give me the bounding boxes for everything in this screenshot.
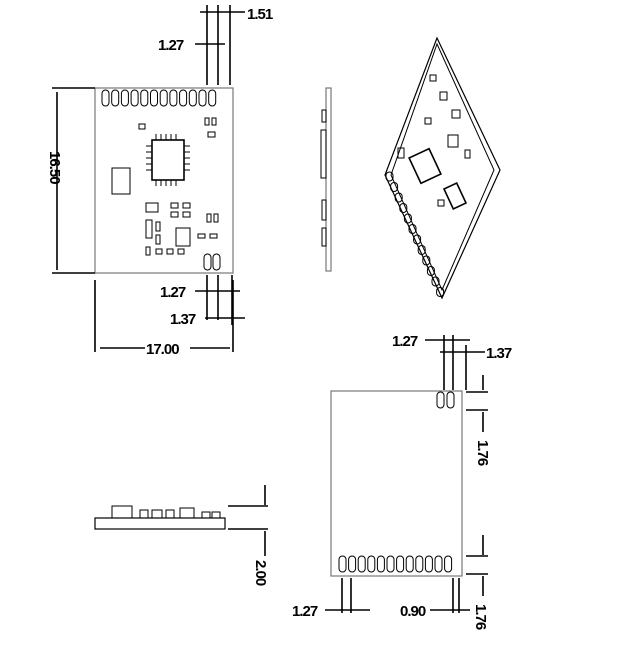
dim-bottom-edge: 1.76 <box>472 604 489 630</box>
dim-board-height: 16.50 <box>46 151 63 184</box>
pad <box>394 192 403 203</box>
pad <box>140 89 149 107</box>
pad <box>338 555 347 573</box>
pads-top-right <box>436 391 455 409</box>
pad <box>413 234 422 245</box>
dim-bottom-row-pitch: 1.27 <box>292 603 318 620</box>
pad <box>399 203 408 213</box>
pad <box>426 266 435 276</box>
top-view-dimension-lines <box>52 5 245 352</box>
bottom-view: 1.27 1.37 1.76 1.27 0.90 1.76 <box>292 333 513 630</box>
pad <box>120 89 129 107</box>
pad <box>405 555 414 573</box>
pad <box>417 245 426 255</box>
pad <box>150 89 158 107</box>
pad <box>169 89 178 107</box>
pad <box>424 555 433 573</box>
top-pad-row <box>101 89 217 107</box>
dim-top-pitch: 1.27 <box>158 37 184 54</box>
dim-board-width: 17.00 <box>146 341 179 358</box>
qfn-chip <box>146 134 190 186</box>
bottom-view-dimension-lines <box>325 335 488 613</box>
pad <box>403 213 412 224</box>
dim-top-edge: 1.76 <box>474 440 491 466</box>
pad <box>390 182 399 192</box>
isometric-view <box>384 36 501 300</box>
pad <box>367 555 376 573</box>
pad <box>386 555 395 573</box>
pads-bottom-right <box>203 253 221 271</box>
top-view: 1.51 1.27 16.50 1.27 1.37 17.00 <box>46 5 274 358</box>
dim-top-pad-offset: 1.51 <box>247 6 273 23</box>
pad <box>376 555 385 573</box>
pad <box>208 89 217 107</box>
isometric-pad-row <box>385 171 445 297</box>
pad <box>198 89 207 107</box>
pad <box>348 555 357 573</box>
pad <box>159 89 168 107</box>
dim-top-right-offset: 1.37 <box>486 345 512 362</box>
pad <box>434 555 443 573</box>
edge-view <box>320 87 332 272</box>
dim-pad-width: 0.90 <box>400 603 426 620</box>
pad <box>385 171 394 182</box>
pad <box>130 89 139 107</box>
pad <box>101 89 110 107</box>
pad <box>436 287 445 297</box>
pad <box>422 255 431 266</box>
pad <box>415 555 424 573</box>
pad <box>111 89 120 107</box>
bottom-pad-row <box>338 555 453 573</box>
pad <box>396 555 405 573</box>
pad <box>357 555 366 573</box>
components-top <box>111 117 219 256</box>
pad <box>408 224 417 234</box>
pad <box>444 555 453 573</box>
dim-module-thickness: 2.00 <box>252 560 269 586</box>
dim-bottom-pad-offset: 1.37 <box>170 311 196 328</box>
dim-bottom-pitch: 1.27 <box>160 284 186 301</box>
dim-top-right-pitch: 1.27 <box>392 333 418 350</box>
pad <box>431 276 440 287</box>
profile-view: 2.00 <box>94 485 269 586</box>
pad <box>188 89 197 107</box>
pad <box>179 89 188 107</box>
